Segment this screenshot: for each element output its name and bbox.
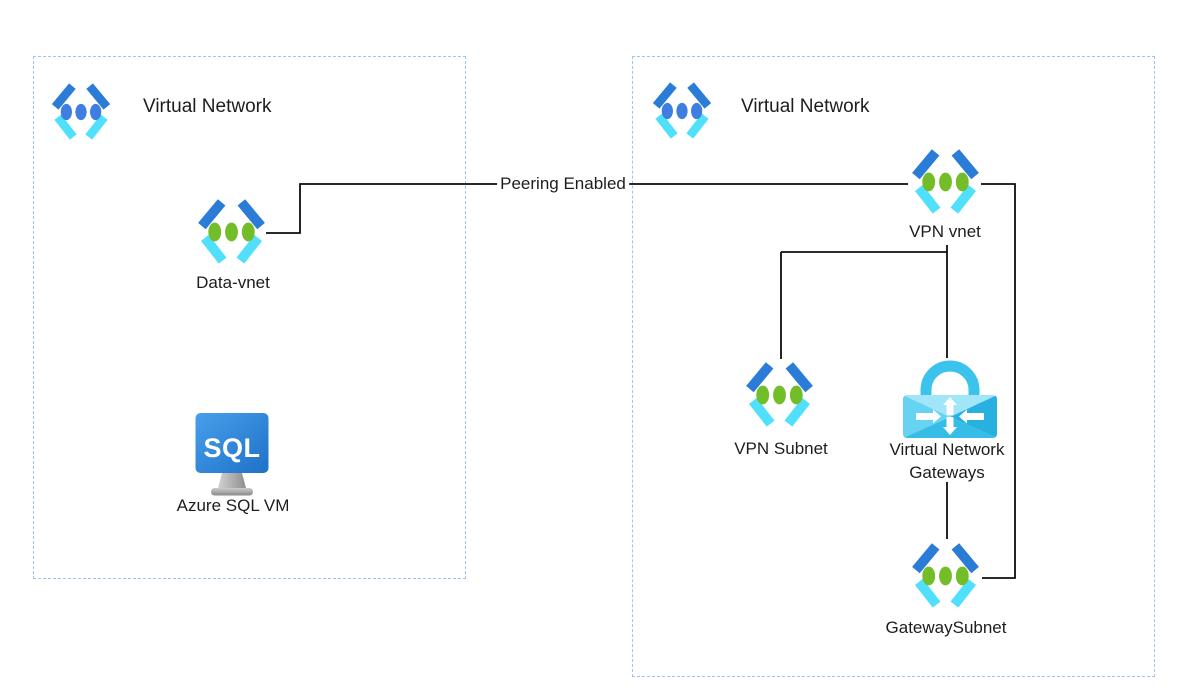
virtual-network-icon	[746, 362, 813, 427]
virtual-network-group-right	[632, 56, 1155, 677]
group-title: Virtual Network	[741, 96, 870, 117]
node-label: Azure SQL VM	[176, 496, 290, 515]
node-label: VPN vnet	[909, 222, 981, 241]
node-label: Virtual Network Gateways	[889, 440, 1005, 482]
connector-vpnvnet-gatewaysubnet	[981, 183, 1016, 579]
virtual-network-icon	[652, 82, 712, 139]
vpn-gateway-lock-icon	[903, 360, 997, 438]
sql-icon-text: SQL	[203, 433, 260, 463]
sql-vm-monitor-icon: SQL	[195, 413, 269, 496]
virtual-network-icon	[912, 149, 979, 214]
virtual-network-icon	[912, 543, 979, 608]
virtual-network-icon	[51, 83, 111, 140]
node-label: VPN Subnet	[734, 439, 828, 458]
virtual-network-icon	[198, 199, 265, 264]
node-label: Data-vnet	[196, 273, 270, 292]
group-title: Virtual Network	[143, 96, 272, 117]
virtual-network-group-left	[33, 56, 466, 579]
edge-label-peering: Peering Enabled	[497, 174, 629, 194]
node-label: GatewaySubnet	[885, 618, 1007, 637]
